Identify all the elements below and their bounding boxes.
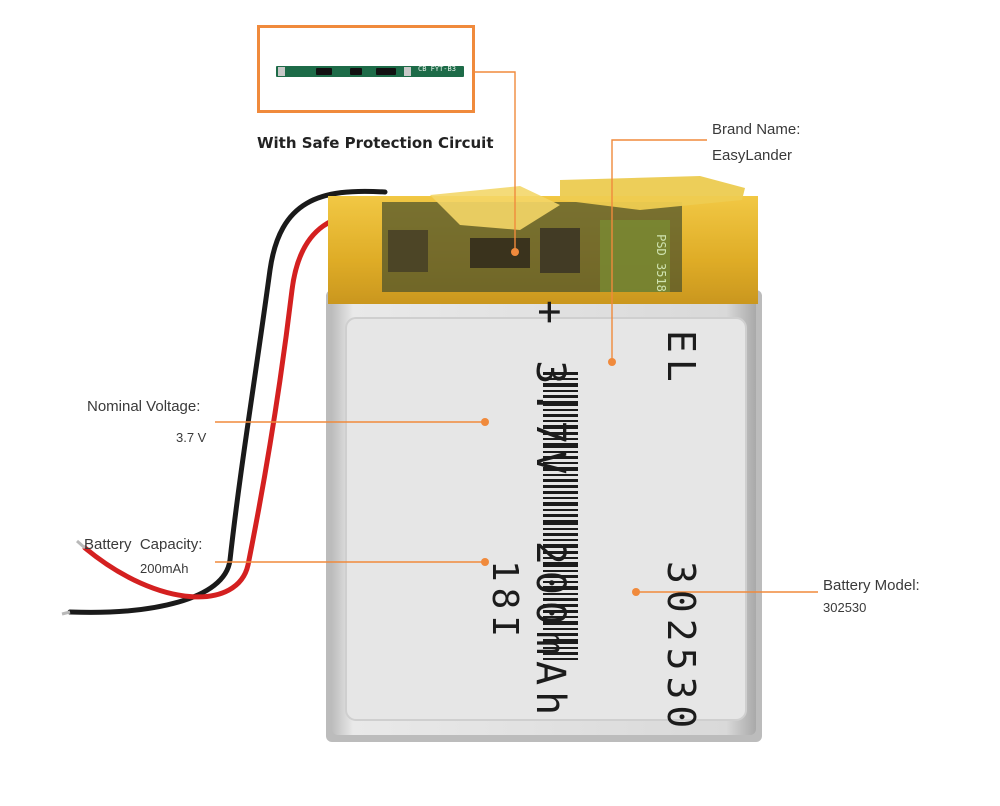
barcode-bar: [543, 425, 578, 429]
barcode-bar: [543, 598, 578, 601]
inset-caption: With Safe Protection Circuit: [257, 134, 494, 152]
barcode-bar: [543, 604, 578, 607]
barcode-bar: [543, 610, 578, 613]
cell-brand-model-line: EL 302530: [659, 330, 703, 735]
pcb-board: CB FYT-B3: [276, 65, 464, 77]
model-callout-value: 302530: [823, 600, 867, 615]
barcode-bar: [543, 551, 578, 554]
barcode-bar: [543, 414, 578, 417]
protection-circuit-inset: CB FYT-B3: [257, 25, 475, 113]
barcode-bar: [543, 628, 578, 630]
barcode-bar: [543, 658, 578, 660]
model-callout-title: Battery Model:: [823, 577, 920, 594]
cell-model-print: 302530: [659, 561, 703, 735]
barcode-bar: [543, 647, 578, 649]
barcode-bar: [543, 502, 578, 506]
lead-wires: [61, 188, 393, 616]
barcode-bar: [543, 633, 578, 636]
pcb-print: PSD 3518: [653, 234, 668, 292]
barcode-bar: [543, 372, 578, 375]
barcode-bar: [543, 378, 578, 380]
barcode-bar: [543, 520, 578, 525]
barcode-bar: [543, 514, 578, 517]
barcode-bar: [543, 401, 578, 406]
brand-leader: [611, 139, 707, 360]
barcode-bar: [543, 539, 578, 541]
barcode-bar: [543, 467, 578, 471]
cell-capacity-print: 200mAh: [527, 540, 573, 722]
barcode-bar: [543, 443, 578, 448]
kapton-top: [328, 176, 758, 304]
barcode-bar: [543, 616, 578, 618]
barcode: [543, 372, 578, 660]
cell-brand-print: EL: [659, 330, 703, 388]
cell-date-code: 18I: [484, 560, 525, 644]
barcode-bar: [543, 409, 578, 411]
pcb-marking: CB FYT-B3: [418, 65, 456, 73]
barcode-bar: [543, 593, 578, 595]
barcode-bar: [543, 479, 578, 482]
cell-voltage-print: 3.7V: [527, 360, 573, 481]
barcode-bar: [543, 395, 578, 398]
barcode-bar: [543, 586, 578, 590]
barcode-bar: [543, 451, 578, 453]
barcode-bar: [543, 491, 578, 494]
barcode-bar: [543, 528, 578, 530]
barcode-bar: [543, 581, 578, 583]
brand-callout-value: EasyLander: [712, 147, 793, 164]
barcode-bar: [543, 485, 578, 488]
barcode-bar: [543, 474, 578, 476]
capacity-callout-value: 200mAh: [140, 561, 189, 576]
capacity-callout-title: Battery Capacity:: [84, 536, 203, 553]
barcode-bar: [543, 509, 578, 511]
cell-spec-line: + 3.7V 200mAh: [527, 300, 573, 722]
barcode-bar: [543, 497, 578, 499]
barcode-bar: [543, 456, 578, 459]
protection-circuit-leader: [475, 71, 516, 252]
barcode-bar: [543, 544, 578, 548]
barcode-bar: [543, 390, 578, 392]
barcode-bar: [543, 420, 578, 422]
cell-plus-print: +: [527, 300, 573, 331]
barcode-bar: [543, 462, 578, 464]
barcode-bar: [543, 432, 578, 435]
barcode-bar: [543, 639, 578, 644]
barcode-bar: [543, 652, 578, 655]
barcode-bar: [543, 562, 578, 567]
brand-callout-title: Brand Name:: [712, 121, 801, 138]
callout-dots: [481, 248, 640, 596]
barcode-bar: [543, 575, 578, 578]
barcode-bar: [543, 621, 578, 625]
barcode-bar: [543, 570, 578, 572]
barcode-bar: [543, 557, 578, 559]
voltage-callout-title: Nominal Voltage:: [87, 398, 201, 415]
callout-lines: [215, 71, 818, 593]
barcode-bar: [543, 383, 578, 387]
barcode-bar: [543, 533, 578, 536]
barcode-bar: [543, 438, 578, 440]
voltage-callout-value: 3.7 V: [176, 430, 207, 445]
